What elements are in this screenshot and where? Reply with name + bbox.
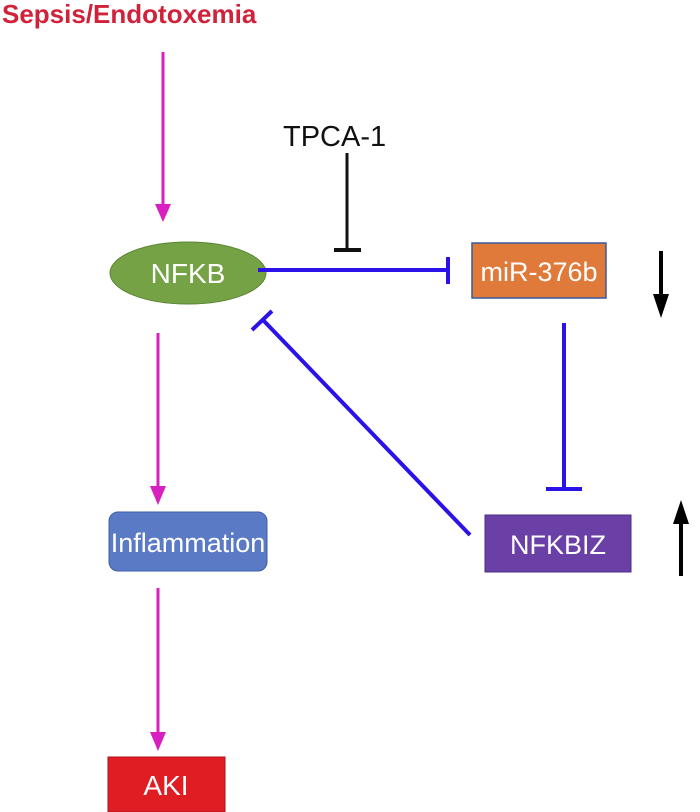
tpca1-label: TPCA-1 [283,121,386,153]
inflammation-node: Inflammation [108,511,268,572]
nfkb-node: NFKB [109,241,267,305]
diagram-title: Sepsis/Endotoxemia [2,0,257,29]
inflammation-to-aki-arrow [150,588,166,751]
nfkbiz-node: NFKBIZ [484,514,632,573]
nfkbiz-label: NFKBIZ [510,530,606,560]
down-arrow-icon [653,251,669,318]
nfkb-label: NFKB [151,258,226,289]
sepsis-to-nfkb-arrow [155,52,171,222]
mir376b-node: miR-376b [471,242,607,299]
inflammation-label: Inflammation [111,528,266,558]
nfkb-inhibits-mir-line [258,257,450,284]
aki-label: AKI [143,770,188,801]
aki-node: AKI [107,756,226,812]
up-arrow-icon [673,500,689,576]
mir-inhibits-nfkbiz-line [546,323,582,491]
tpca1-inhibition-line [334,153,361,252]
nfkb-to-inflammation-arrow [150,333,166,505]
nfkbiz-inhibits-nfkb-line [250,309,472,537]
mir376b-label: miR-376b [480,257,597,287]
